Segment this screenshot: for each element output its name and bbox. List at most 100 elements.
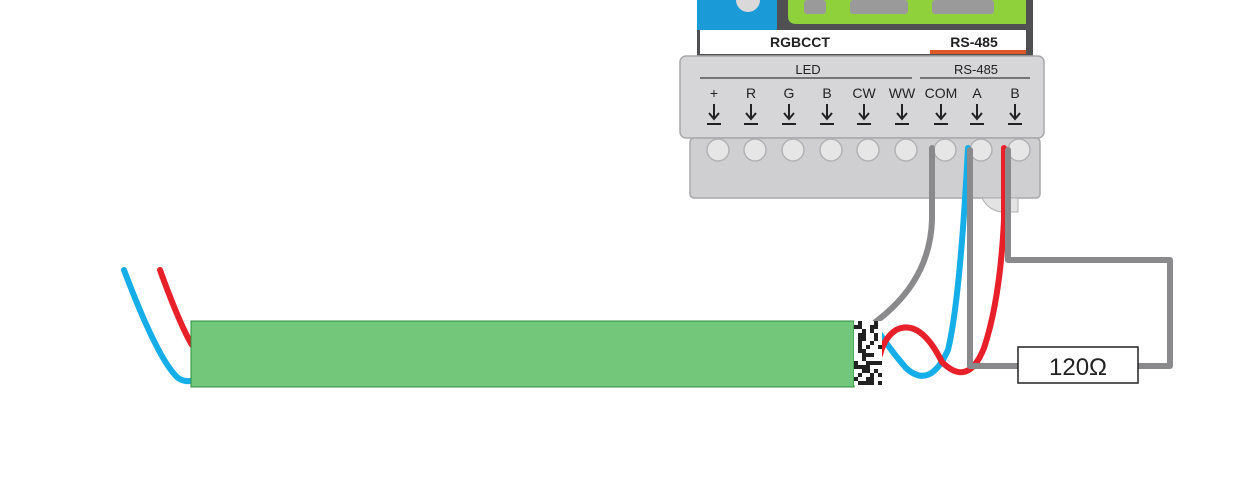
terminal-label: + xyxy=(710,85,718,101)
connector-pixel xyxy=(866,345,870,349)
connector-pixel xyxy=(870,325,874,329)
connector-pixel xyxy=(874,337,878,341)
input-red-wire xyxy=(157,267,195,348)
connector-pixel xyxy=(874,377,878,381)
connector-pixel xyxy=(862,345,866,349)
terminal-arrow-icon xyxy=(744,104,758,125)
connector-pixel xyxy=(854,329,858,333)
connector-pixel xyxy=(854,373,858,377)
connector-pixel xyxy=(874,345,878,349)
terminal-arrow-icon xyxy=(895,104,909,125)
connector-pixel xyxy=(858,357,862,361)
connector-pixel xyxy=(862,361,866,365)
connector-pixel xyxy=(866,353,870,357)
connector-pixel xyxy=(858,325,862,329)
rs485-module xyxy=(190,320,882,388)
rs485-group-label: RS-485 xyxy=(954,62,998,77)
connector-pixel xyxy=(854,337,858,341)
connector-pixel xyxy=(862,365,866,369)
connector-pixel xyxy=(862,349,866,353)
rgbcct-section-label: RGBCCT xyxy=(770,34,830,50)
connector-pixel xyxy=(874,341,878,345)
resistor-body xyxy=(1017,346,1139,384)
terminal-arrow-icon xyxy=(707,104,721,125)
connector-pixel xyxy=(870,369,874,373)
input-blue-wire xyxy=(121,267,197,385)
connector-pixel xyxy=(854,325,858,329)
terminal-label: WW xyxy=(889,85,916,101)
small-button xyxy=(804,0,826,14)
connector-pixel xyxy=(858,333,862,337)
connector-pixel xyxy=(854,381,858,385)
connector-pixel xyxy=(858,329,862,333)
connector-pixel xyxy=(862,321,866,325)
connector-pixel xyxy=(858,341,862,345)
connector-pixel xyxy=(870,321,874,325)
connector-pixel xyxy=(874,321,878,325)
connector-pixel xyxy=(874,361,878,365)
connector-pixel xyxy=(870,345,874,349)
connector-pixel xyxy=(870,337,874,341)
connector-pixel xyxy=(854,361,858,365)
connector-pixel xyxy=(858,349,862,353)
connector-pixel xyxy=(866,357,870,361)
resistor-lead-b xyxy=(1005,147,1173,369)
connector-pixel xyxy=(866,373,870,377)
connector-pixel xyxy=(866,369,870,373)
connector-pixel xyxy=(866,337,870,341)
connector-pixel xyxy=(858,353,862,357)
connector-pixel xyxy=(878,337,882,341)
rs485-orange-stripe xyxy=(930,50,1026,54)
connector-pixel xyxy=(878,373,882,377)
terminal-label: B xyxy=(822,85,831,101)
connector-pixel xyxy=(866,333,870,337)
connector-pixel xyxy=(854,357,858,361)
connector-pixel xyxy=(870,365,874,369)
connector-pixel xyxy=(858,369,862,373)
connector-pixel xyxy=(866,321,870,325)
connector-pixel xyxy=(874,357,878,361)
connector-pixel xyxy=(854,353,858,357)
connector-pixel xyxy=(874,369,878,373)
connector-pixel xyxy=(854,377,858,381)
indicator-dot xyxy=(736,0,760,12)
connector-pixel xyxy=(878,377,882,381)
terminal-arrow-icon xyxy=(857,104,871,125)
connector-pixel xyxy=(858,365,862,369)
connector-pixel xyxy=(866,329,870,333)
connector-pixel xyxy=(866,325,870,329)
connector-pixel xyxy=(870,333,874,337)
terminal-arrow-icon xyxy=(820,104,834,125)
connector-pixel xyxy=(862,329,866,333)
connector-pixel xyxy=(878,361,882,365)
connector-pixel xyxy=(854,341,858,345)
connector-pixel xyxy=(874,353,878,357)
connector-pixel xyxy=(866,349,870,353)
connector-pixel xyxy=(854,369,858,373)
rs485-section-label: RS-485 xyxy=(950,34,998,50)
connector-pixel xyxy=(870,373,874,377)
connector-pixel xyxy=(878,345,882,349)
connector-pixel xyxy=(878,321,882,325)
connector-pixel xyxy=(874,333,878,337)
connector-pixel xyxy=(874,381,878,385)
connector-pixel xyxy=(878,349,882,353)
a-blue-wire xyxy=(877,145,971,379)
screw-hole xyxy=(706,138,730,162)
blue-accent-block xyxy=(697,0,777,30)
screw-hole xyxy=(856,138,880,162)
terminal-label: CW xyxy=(852,85,876,101)
label-plate-1 xyxy=(850,0,908,14)
connector-pixel xyxy=(870,381,874,385)
connector-pixel xyxy=(866,377,870,381)
connector-pixel xyxy=(854,365,858,369)
connector-pixel xyxy=(862,333,866,337)
connector-pixel xyxy=(878,381,882,385)
connector-pixel xyxy=(862,381,866,385)
label-plate-2 xyxy=(932,0,994,14)
connector-pixel xyxy=(878,341,882,345)
connector-pixel xyxy=(874,329,878,333)
